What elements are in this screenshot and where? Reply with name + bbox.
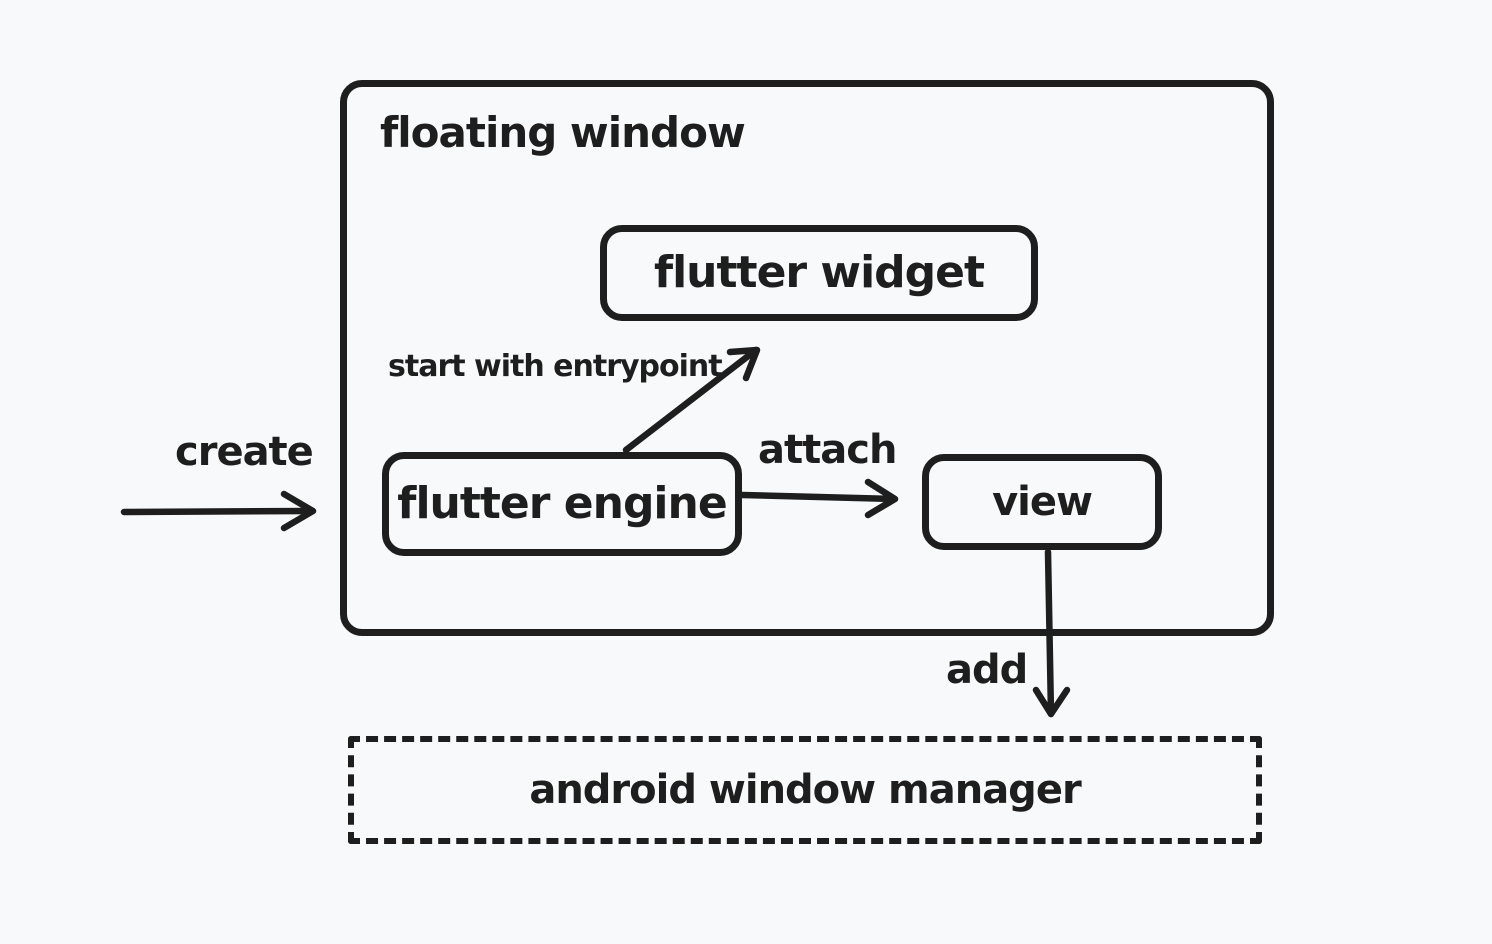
create-edge-label: create [175,429,314,475]
create-arrow [120,490,317,532]
attach-edge-label: attach [758,427,897,473]
add-edge-label: add [946,647,1028,693]
flutter-engine-label: flutter engine [397,478,727,529]
floating-window-label: floating window [380,108,746,157]
android-window-manager-node[interactable]: android window manager [348,736,1262,844]
view-node[interactable]: view [922,454,1162,550]
floating-window-box[interactable] [340,80,1274,636]
add-arrow [1032,548,1071,718]
flutter-widget-label: flutter widget [653,247,985,298]
flutter-engine-node[interactable]: flutter engine [382,452,742,556]
flutter-widget-node[interactable]: flutter widget [600,225,1038,321]
android-window-manager-label: android window manager [529,767,1081,813]
attach-arrow [738,478,899,519]
view-label: view [992,479,1093,525]
start-with-entrypoint-arrow [622,346,761,454]
start-with-entrypoint-edge-label: start with entrypoint [388,349,723,384]
